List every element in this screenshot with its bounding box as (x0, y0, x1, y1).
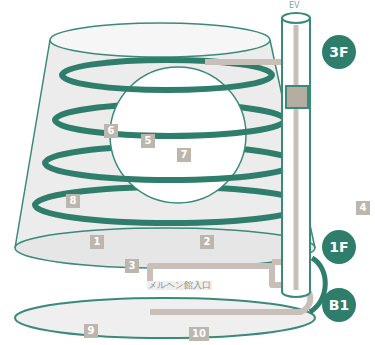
callout-number: 1 (90, 235, 104, 249)
elevator-car (286, 86, 308, 108)
elevator-top (282, 13, 310, 23)
elevator-label: EV (289, 2, 300, 10)
shade-bottom (15, 228, 315, 268)
shade-edge (15, 40, 50, 248)
badge-fill (322, 230, 356, 264)
floor-badge: B1 (322, 288, 356, 322)
callout-number: 9 (84, 324, 98, 338)
callout-number: 7 (177, 148, 191, 162)
floor-badge: 3F (322, 35, 356, 69)
callout-number: 5 (141, 134, 155, 148)
entrance-label: メルヘン館入口 (147, 281, 212, 290)
spiral-front (35, 75, 305, 223)
floor-label: 1F (329, 239, 348, 255)
callout-number: 10 (189, 327, 209, 341)
callout-number: 6 (104, 124, 118, 138)
b1-floor (15, 298, 315, 338)
callout-number: 4 (356, 201, 370, 215)
shade-body (15, 40, 315, 268)
floor-label: 3F (329, 44, 348, 60)
elevator-path (294, 25, 299, 290)
elevator-shaft (282, 18, 310, 297)
spiral-back (35, 60, 305, 205)
badge-fill (322, 288, 356, 322)
floor-label: B1 (329, 297, 349, 313)
badge-fill (322, 35, 356, 69)
callout-number: 2 (200, 235, 214, 249)
floor-badge: 1F (322, 230, 356, 264)
callout-number: 8 (66, 194, 80, 208)
shade-top (50, 23, 270, 57)
callout-number: 3 (125, 259, 139, 273)
